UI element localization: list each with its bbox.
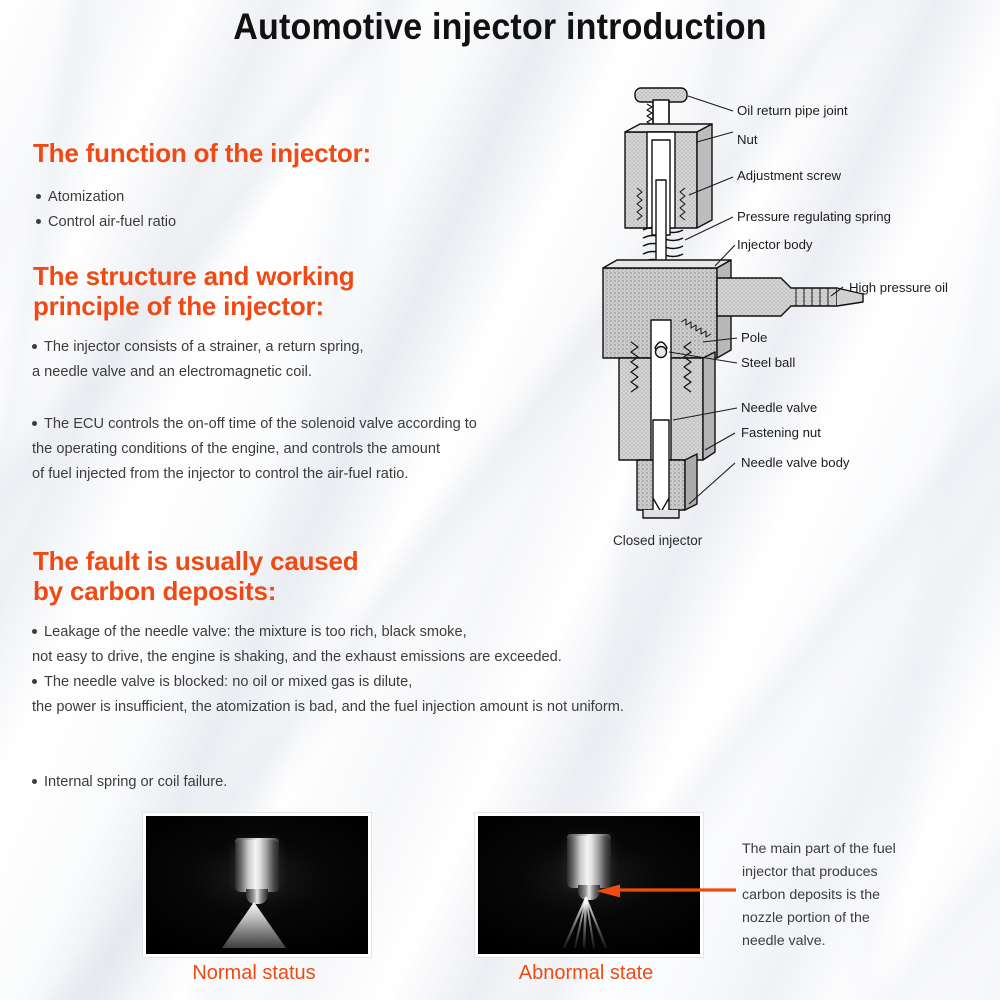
- heading-function-line-1: The function of the injector:: [33, 138, 371, 168]
- list-item-continuation: the operating conditions of the engine, …: [32, 437, 477, 462]
- list-item-label: of fuel injected from the injector to co…: [32, 466, 409, 482]
- nozzle-body: [567, 836, 611, 888]
- annotation-line-1: The main part of the fuel: [742, 841, 896, 857]
- photo-normal-canvas: [146, 816, 368, 954]
- annotation-line-2: injector that produces: [742, 864, 878, 880]
- bullet-dot-icon: [36, 193, 41, 199]
- list-item-label: The ECU controls the on-off time of the …: [44, 416, 477, 432]
- bullet-dot-icon: [32, 628, 37, 634]
- list-item-continuation: the power is insufficient, the atomizati…: [32, 695, 624, 720]
- diagram-label-nut: Nut: [737, 132, 758, 147]
- function-bullet-list: Atomization Control air-fuel ratio: [36, 185, 176, 235]
- list-item-label: The injector consists of a strainer, a r…: [44, 339, 364, 355]
- nozzle-tip: [578, 885, 600, 900]
- list-item-label: a needle valve and an electromagnetic co…: [32, 364, 312, 380]
- list-item: Atomization: [36, 185, 176, 210]
- structure-bullet-1: The injector consists of a strainer, a r…: [32, 335, 364, 385]
- list-item-label: the operating conditions of the engine, …: [32, 441, 441, 457]
- annotation-line-4: nozzle portion of the: [742, 910, 870, 926]
- heading-structure-line-1: The structure and working: [33, 261, 355, 291]
- list-item: Control air-fuel ratio: [36, 210, 176, 235]
- diagram-label-pole: Pole: [741, 330, 768, 345]
- list-item-label: Control air-fuel ratio: [48, 214, 177, 230]
- injector-cutaway-diagram: Oil return pipe joint Nut Adjustment scr…: [585, 80, 1000, 560]
- heading-fault-line-1: The fault is usually caused: [33, 546, 359, 576]
- spray-cone-normal: [222, 902, 286, 948]
- list-item-label: The needle valve is blocked: no oil or m…: [44, 674, 413, 690]
- heading-structure: The structure and working principle of t…: [33, 261, 355, 321]
- diagram-label-pressure-regulating-spring: Pressure regulating spring: [737, 209, 891, 224]
- photo-abnormal-state: [475, 813, 703, 957]
- list-item-label: Internal spring or coil failure.: [44, 774, 228, 790]
- fault-bullet-1: Leakage of the needle valve: the mixture…: [32, 620, 562, 670]
- bullet-dot-icon: [32, 420, 37, 426]
- injector-diagram-svg: [602, 87, 864, 519]
- heading-function: The function of the injector:: [33, 138, 371, 168]
- diagram-label-needle-valve: Needle valve: [741, 400, 818, 415]
- bullet-dot-icon: [32, 778, 37, 784]
- list-item: Internal spring or coil failure.: [32, 770, 227, 795]
- list-item-continuation: not easy to drive, the engine is shaking…: [32, 645, 562, 670]
- heading-structure-line-2: principle of the injector:: [33, 291, 324, 321]
- annotation-line-3: carbon deposits is the: [742, 887, 881, 903]
- diagram-label-needle-valve-body: Needle valve body: [741, 455, 850, 470]
- list-item: The needle valve is blocked: no oil or m…: [32, 670, 624, 695]
- list-item-continuation: of fuel injected from the injector to co…: [32, 462, 477, 487]
- list-item: The injector consists of a strainer, a r…: [32, 335, 364, 360]
- heading-fault: The fault is usually caused by carbon de…: [33, 546, 359, 606]
- list-item-label: not easy to drive, the engine is shaking…: [32, 649, 562, 665]
- diagram-caption: Closed injector: [613, 533, 703, 548]
- diagram-label-oil-return-pipe-joint: Oil return pipe joint: [737, 103, 848, 118]
- list-item-label: the power is insufficient, the atomizati…: [32, 699, 624, 715]
- list-item-label: Atomization: [48, 189, 125, 205]
- structure-bullet-2: The ECU controls the on-off time of the …: [32, 412, 477, 487]
- diagram-label-steel-ball: Steel ball: [741, 355, 796, 370]
- annotation-line-5: needle valve.: [742, 933, 826, 949]
- photo-normal-status: [143, 813, 371, 957]
- caption-normal-status: Normal status: [192, 962, 316, 984]
- bullet-dot-icon: [36, 218, 41, 224]
- fault-bullet-2: The needle valve is blocked: no oil or m…: [32, 670, 624, 720]
- list-item: Leakage of the needle valve: the mixture…: [32, 620, 562, 645]
- bullet-dot-icon: [32, 343, 37, 349]
- spray-streaks-abnormal: [562, 896, 608, 948]
- diagram-label-fastening-nut: Fastening nut: [741, 425, 821, 440]
- annotation-carbon-deposits: The main part of the fuel injector that …: [742, 838, 932, 953]
- caption-abnormal-state: Abnormal state: [518, 962, 654, 984]
- photo-abnormal-canvas: [478, 816, 700, 954]
- diagram-label-injector-body: Injector body: [737, 237, 813, 252]
- diagram-label-adjustment-screw: Adjustment screw: [737, 168, 842, 183]
- annotation-arrow-icon: [596, 884, 736, 898]
- page-title: Automotive injector introduction: [233, 6, 767, 47]
- nozzle-body: [235, 840, 279, 892]
- nozzle-tip: [246, 889, 268, 904]
- list-item-label: Leakage of the needle valve: the mixture…: [44, 624, 467, 640]
- bullet-dot-icon: [32, 678, 37, 684]
- list-item: The ECU controls the on-off time of the …: [32, 412, 477, 437]
- diagram-label-high-pressure-oil: High pressure oil: [849, 280, 948, 295]
- fault-bullet-3: Internal spring or coil failure.: [32, 770, 227, 795]
- heading-fault-line-2: by carbon deposits:: [33, 576, 277, 606]
- list-item-continuation: a needle valve and an electromagnetic co…: [32, 360, 364, 385]
